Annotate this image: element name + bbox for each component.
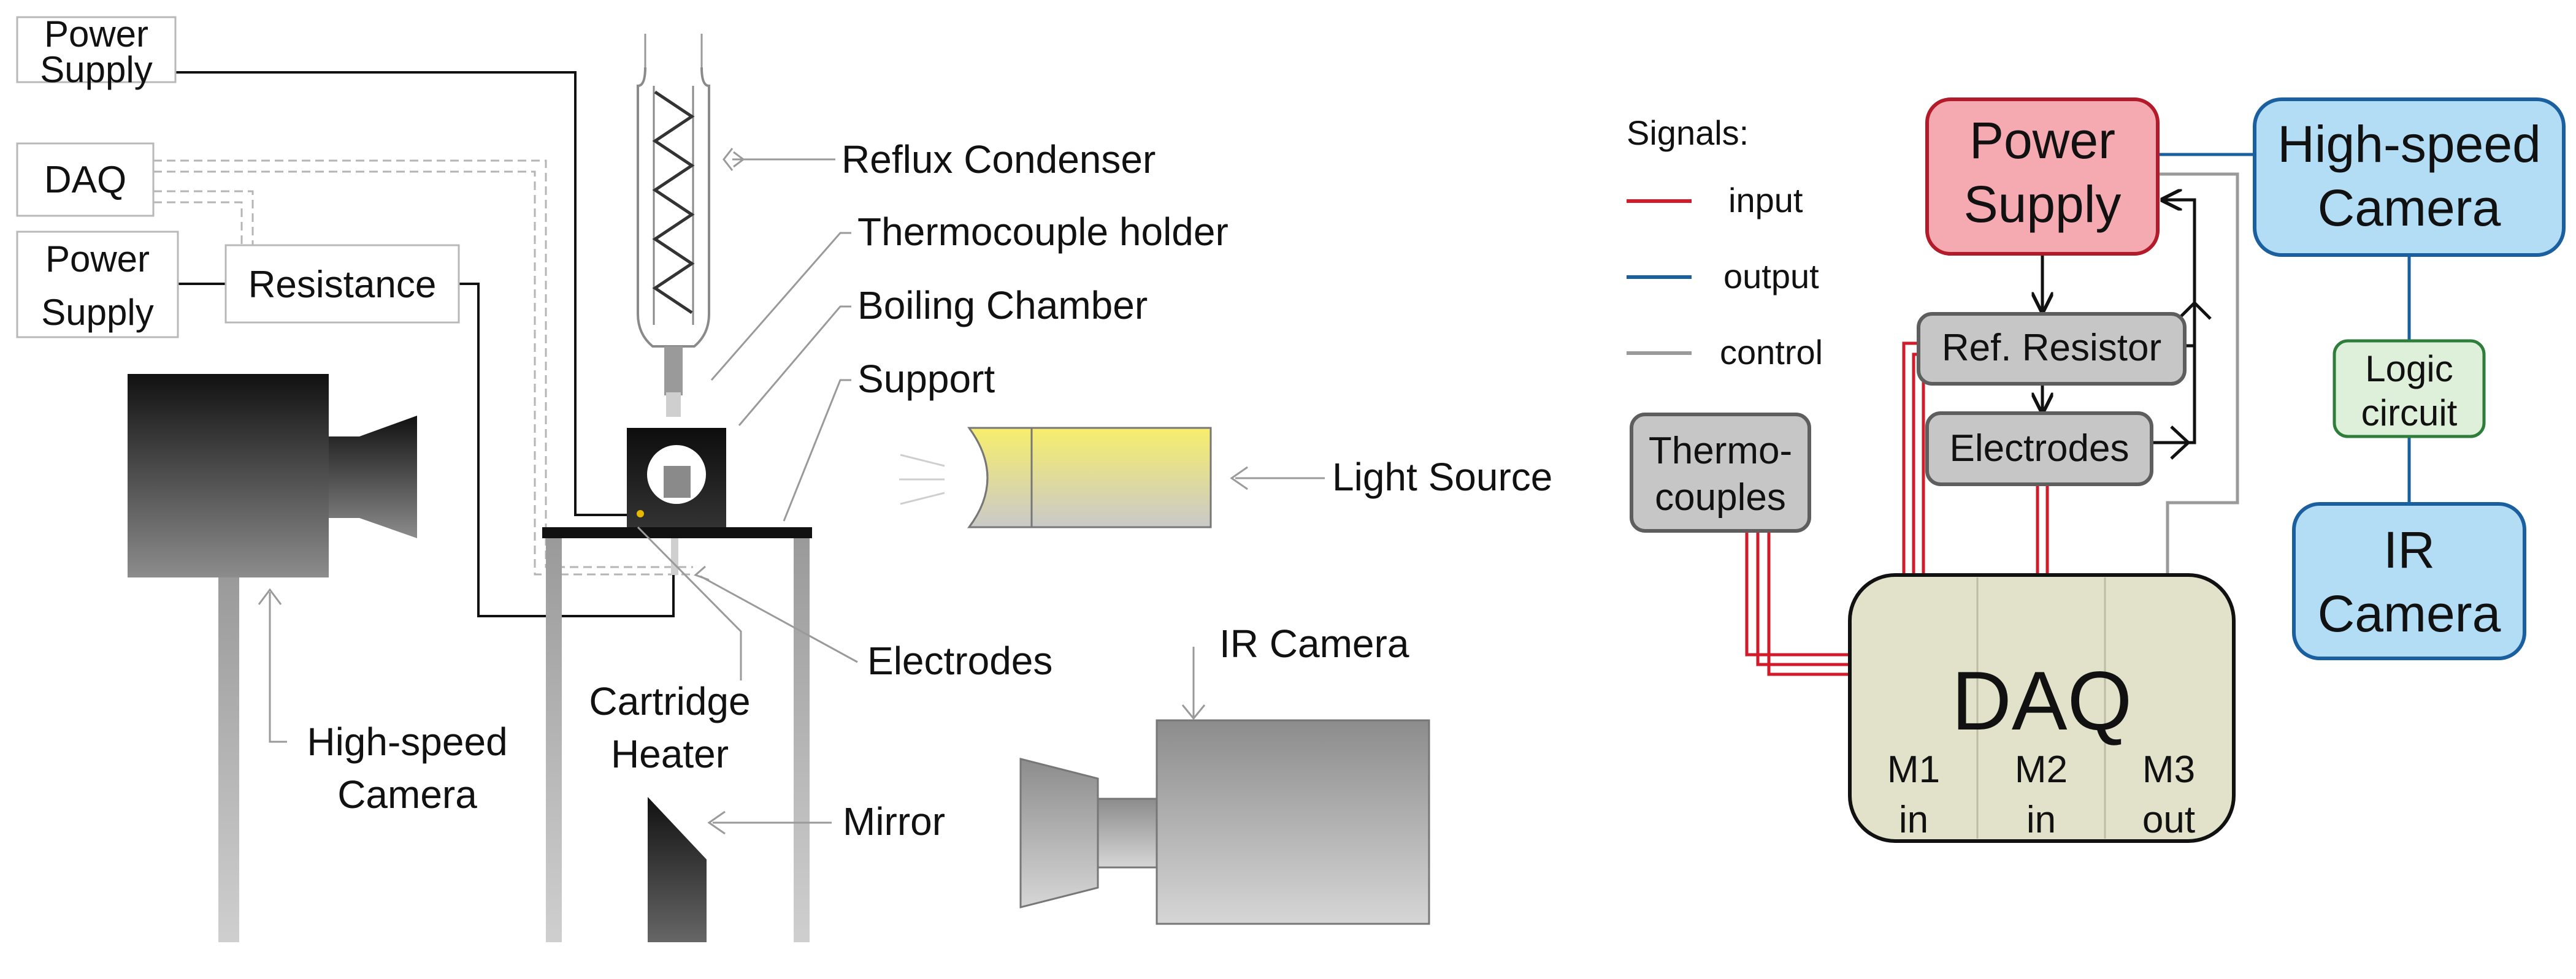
electrodes-label: Electrodes <box>867 639 1052 683</box>
power-supply-block-line1: Power <box>1969 112 2115 169</box>
power-supply-block: Power Supply <box>1925 97 2160 256</box>
daq-module-m3-line1: M3 <box>2142 749 2195 791</box>
daq-module-m3-line2: out <box>2142 799 2195 841</box>
legend-control-label: control <box>1720 333 1823 371</box>
cartridge-heater-line1: Cartridge <box>589 679 750 723</box>
daq-module-m2-line2: in <box>2026 799 2056 841</box>
boiling-chamber-icon <box>627 428 726 530</box>
signals-legend: Signals: input output control <box>1627 113 1823 371</box>
daq-module-m2-line1: M2 <box>2015 749 2068 791</box>
power-supply-block-line2: Supply <box>1964 175 2122 233</box>
legend-output-label: output <box>1723 257 1819 295</box>
power-supply-wire <box>175 71 627 516</box>
mirror-label: Mirror <box>843 799 945 844</box>
logic-circuit-line1: Logic <box>2365 348 2453 389</box>
ir-camera-block-line1: IR <box>2383 521 2435 579</box>
high-speed-camera-icon <box>128 374 417 942</box>
resistance-label: Resistance <box>248 264 437 306</box>
power-supply-top-line2: Supply <box>40 49 152 90</box>
block-connections <box>1745 153 2411 676</box>
thermocouples-line2: couples <box>1655 476 1786 519</box>
electrodes-block-label: Electrodes <box>1950 427 2129 470</box>
power-supply-box-bottom: Power Supply <box>16 230 179 338</box>
boiling-chamber-label: Boiling Chamber <box>857 283 1148 327</box>
power-supply-top-line1: Power <box>44 13 148 55</box>
support-table-icon <box>542 527 812 942</box>
thermocouples-line1: Thermo- <box>1649 430 1792 472</box>
ir-camera-icon <box>1019 719 1430 925</box>
power-supply-bottom-line1: Power <box>45 238 150 280</box>
legend-input-label: input <box>1728 181 1803 219</box>
daq-box-left: DAQ <box>16 142 155 217</box>
power-supply-bottom-line2: Supply <box>41 292 153 333</box>
block-diagram-panel: Signals: input output control <box>1627 97 2566 843</box>
resistance-electrode-wire <box>459 283 675 617</box>
resistance-box: Resistance <box>224 244 460 324</box>
high-speed-camera-line1: High-speed <box>307 720 507 764</box>
daq-signal-wire-2 <box>153 170 693 576</box>
logic-circuit-block: Logic circuit <box>2333 339 2486 438</box>
high-speed-camera-line2: Camera <box>337 772 477 817</box>
leader-lines <box>258 148 1325 835</box>
light-source-label: Light Source <box>1332 455 1552 499</box>
daq-label: DAQ <box>44 159 126 201</box>
cartridge-heater-line2: Heater <box>611 732 729 776</box>
ir-camera-block-line2: Camera <box>2318 585 2501 642</box>
high-speed-camera-block-line2: Camera <box>2318 179 2501 237</box>
thermocouples-block: Thermo- couples <box>1630 413 1811 533</box>
daq-signal-wire-1 <box>153 159 693 568</box>
logic-circuit-line2: circuit <box>2361 392 2458 433</box>
daq-module-m1-line1: M1 <box>1887 749 1940 791</box>
high-speed-camera-block: High-speed Camera <box>2253 97 2566 257</box>
reflux-condenser-icon <box>637 34 710 417</box>
electrodes-block: Electrodes <box>1925 411 2153 486</box>
setup-panel: Power Supply DAQ Power Supply Resistance <box>16 13 1552 942</box>
support-label: Support <box>857 357 995 401</box>
ref-resistor-label: Ref. Resistor <box>1942 327 2161 369</box>
signals-title: Signals: <box>1627 113 1749 152</box>
high-speed-camera-block-line1: High-speed <box>2277 115 2541 173</box>
mirror-icon <box>648 797 707 942</box>
thermocouple-holder-label: Thermocouple holder <box>857 210 1229 254</box>
daq-resistance-wire-2 <box>153 201 243 245</box>
reflux-condenser-label: Reflux Condenser <box>841 137 1156 181</box>
daq-block-title: DAQ <box>1952 654 2133 747</box>
power-supply-box-top: Power Supply <box>16 13 177 90</box>
ir-camera-label: IR Camera <box>1219 622 1409 666</box>
ir-camera-block: IR Camera <box>2292 502 2526 660</box>
daq-block: DAQ M1 in M2 in M3 out <box>1848 573 2236 843</box>
ref-resistor-block: Ref. Resistor <box>1917 312 2187 386</box>
daq-resistance-wire-1 <box>153 190 254 245</box>
daq-module-m1-line2: in <box>1899 799 1928 841</box>
light-source-icon <box>899 427 1212 528</box>
